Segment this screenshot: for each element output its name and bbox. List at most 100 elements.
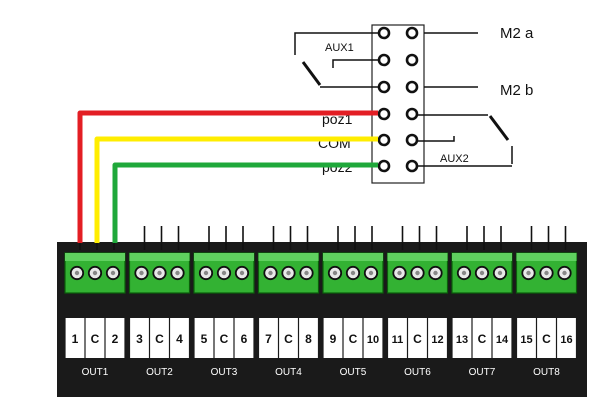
- screw-head: [92, 270, 98, 276]
- screw-head: [350, 270, 356, 276]
- screw-head: [157, 270, 162, 276]
- screw-head: [562, 270, 567, 276]
- pin-label-box: [517, 318, 536, 358]
- pin-label-box: [170, 318, 189, 358]
- output-label: OUT1: [82, 367, 109, 378]
- connector-body: [371, 24, 425, 184]
- terminal-top: [194, 253, 254, 261]
- screw-head: [368, 270, 374, 276]
- pin-label: 11: [392, 334, 404, 346]
- screw-head: [544, 270, 549, 276]
- pin-label: 4: [176, 332, 183, 346]
- aux1-switch: [294, 32, 380, 88]
- terminal-top: [65, 253, 125, 261]
- screw-head: [397, 270, 402, 276]
- screw-head: [203, 270, 209, 276]
- pin-label: C: [542, 332, 551, 346]
- relay-connector: M2 a AUX1 M2 b poz1 COM poz2 AUX2: [294, 24, 534, 184]
- pin-label-box: [130, 318, 149, 358]
- connector-pin: [377, 26, 391, 40]
- screw-head: [332, 270, 338, 276]
- screw-head: [74, 270, 80, 276]
- screw-head: [497, 270, 503, 276]
- pin-label: 13: [456, 334, 468, 346]
- label-m2a: M2 a: [500, 25, 534, 42]
- connector-pin: [405, 80, 419, 94]
- screw-head: [479, 270, 485, 276]
- pin-label-box: [343, 318, 363, 358]
- pin-label: C: [413, 332, 422, 346]
- pin-label-box: [214, 318, 234, 358]
- pin-label-box: [323, 318, 343, 358]
- terminal-top: [323, 253, 383, 261]
- terminal-top: [387, 253, 448, 261]
- pin-label-box: [279, 318, 298, 358]
- pin-label-box: [194, 318, 214, 358]
- connector-pin: [405, 133, 419, 147]
- pin-label: 7: [265, 332, 272, 346]
- connector-pin: [377, 53, 391, 67]
- screw-head: [110, 270, 116, 276]
- pin-label-box: [408, 318, 427, 358]
- pin-label-box: [299, 318, 318, 358]
- pin-label: C: [155, 332, 164, 346]
- pin-label-box: [259, 318, 278, 358]
- label-aux1: AUX1: [325, 42, 354, 54]
- pin-label: 15: [520, 334, 532, 346]
- pin-label: C: [91, 332, 100, 346]
- screw-head: [175, 270, 180, 276]
- output-label: OUT6: [404, 367, 431, 378]
- pin-label: 9: [330, 332, 337, 346]
- terminal-top: [452, 253, 512, 261]
- pin-label: 8: [305, 332, 312, 346]
- connector-pin: [377, 159, 391, 173]
- pin-label-box: [150, 318, 169, 358]
- terminal-top: [258, 253, 319, 261]
- pin-label: C: [284, 332, 293, 346]
- screw-head: [139, 270, 144, 276]
- screw-head: [461, 270, 467, 276]
- screw-head: [304, 270, 309, 276]
- output-label: OUT7: [469, 367, 496, 378]
- connector-pin: [405, 26, 419, 40]
- output-label: OUT5: [340, 367, 367, 378]
- pin-label-box: [388, 318, 407, 358]
- pin-label: C: [220, 332, 229, 346]
- pin-label: 5: [201, 332, 208, 346]
- connector-pin: [377, 107, 391, 121]
- pin-label: C: [478, 332, 487, 346]
- pin-label: 16: [560, 334, 572, 346]
- label-aux2: AUX2: [440, 153, 469, 165]
- pin-label: C: [349, 332, 358, 346]
- pin-label-box: [65, 318, 85, 358]
- pin-label-box: [234, 318, 254, 358]
- screw-head: [415, 270, 420, 276]
- pin-label: 6: [241, 332, 248, 346]
- pin-label-box: [452, 318, 472, 358]
- pin-label: 10: [367, 334, 379, 346]
- pin-label-box: [537, 318, 556, 358]
- label-m2b: M2 b: [500, 82, 533, 99]
- screw-head: [526, 270, 531, 276]
- output-label: OUT8: [533, 367, 560, 378]
- screw-head: [433, 270, 438, 276]
- terminal-blocks: [64, 252, 578, 294]
- pin-label-box: [363, 318, 383, 358]
- pin-label: 12: [431, 334, 443, 346]
- output-label: OUT2: [146, 367, 173, 378]
- wire-green: [112, 162, 378, 243]
- wires: [77, 110, 378, 243]
- pin-label: 14: [496, 334, 509, 346]
- wire-red: [77, 110, 378, 243]
- screw-head: [268, 270, 273, 276]
- output-label: OUT4: [275, 367, 302, 378]
- pin-label-box: [557, 318, 576, 358]
- screw-head: [286, 270, 291, 276]
- connector-pin: [377, 80, 391, 94]
- pin-label-box: [428, 318, 447, 358]
- connector-pin: [377, 133, 391, 147]
- wire-yellow: [94, 136, 378, 243]
